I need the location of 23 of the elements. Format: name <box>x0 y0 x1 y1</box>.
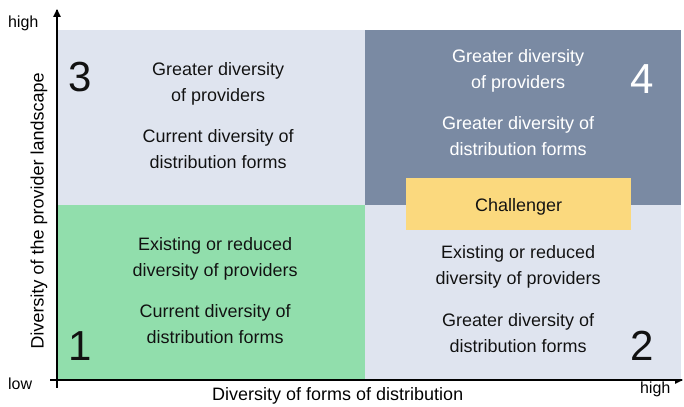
quadrant-text: Greater diversity of distribution forms <box>440 309 596 358</box>
axis-end-label: low <box>8 376 32 394</box>
quadrant-number: 3 <box>68 56 92 98</box>
quadrant-text: Existing or reduced diversity of providers <box>434 241 602 290</box>
quadrant-panel <box>58 205 365 379</box>
quadrant-text: Greater diversity of providers <box>150 58 286 107</box>
axis-end-label: high <box>8 14 38 32</box>
quadrant-number: 2 <box>630 325 654 367</box>
quadrant-text: Greater diversity of providers <box>450 45 586 94</box>
axis-end-label: high <box>640 380 670 398</box>
challenger-label: Challenger <box>474 194 564 217</box>
challenger-box <box>406 178 631 230</box>
quadrant-panel <box>58 30 365 205</box>
quadrant-panel <box>365 30 681 178</box>
quadrant-text: Existing or reduced diversity of providers <box>131 233 299 282</box>
quadrant-number: 1 <box>68 325 92 367</box>
y-axis-title: Diversity of the provider landscape <box>28 72 49 348</box>
quadrant-text: Current diversity of distribution forms <box>141 125 295 174</box>
quadrant-number: 4 <box>630 58 654 100</box>
quadrant-text: Current diversity of distribution forms <box>138 300 292 349</box>
x-axis-title: Diversity of forms of distribution <box>212 384 464 405</box>
quadrant-panel <box>365 230 681 379</box>
quadrant-text: Greater diversity of distribution forms <box>440 112 596 161</box>
